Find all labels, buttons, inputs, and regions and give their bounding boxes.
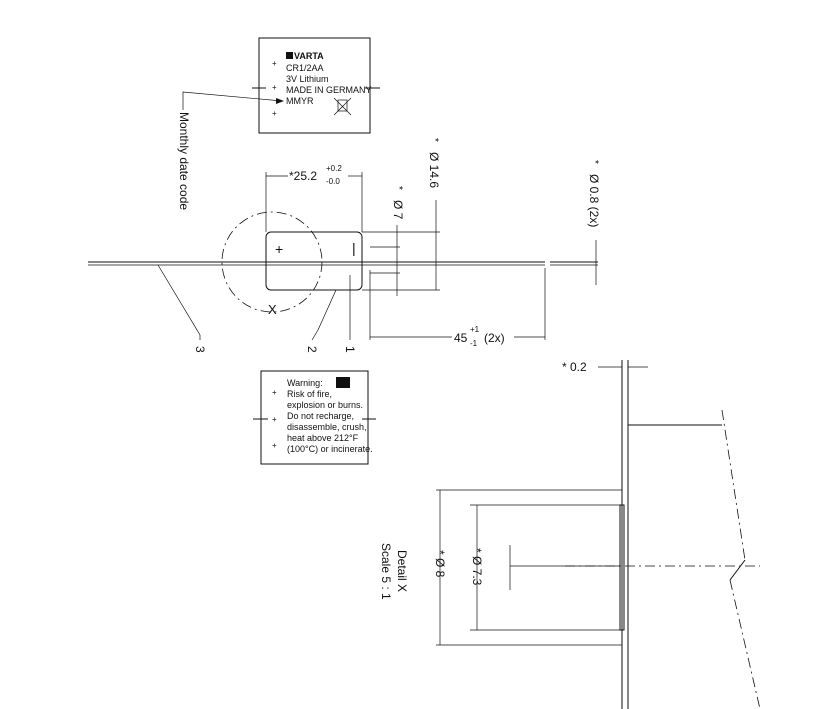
dia-7-star: * bbox=[393, 186, 404, 190]
detail-circle bbox=[221, 211, 323, 313]
detail-x: * Ø 8 * Ø 7.3 * 0.2 Detail X Scale 5 : 1 bbox=[379, 360, 761, 709]
detail-dia-7-3: * Ø 7.3 bbox=[470, 548, 484, 586]
dia-14-6-dim: Ø 14.6 bbox=[427, 152, 441, 188]
detail-scale: Scale 5 : 1 bbox=[379, 543, 393, 600]
label-line: MADE IN GERMANY bbox=[286, 85, 372, 95]
svg-text:+: + bbox=[272, 441, 277, 450]
lead-tol-minus: -1 bbox=[470, 339, 478, 348]
warning-line: heat above 212°F bbox=[287, 433, 359, 443]
date-code-label: Monthly date code bbox=[177, 112, 191, 210]
varta-logo-icon bbox=[286, 52, 293, 59]
svg-text:+: + bbox=[272, 59, 277, 68]
length-dim: *25.2 bbox=[289, 169, 317, 183]
label-top: + + + VARTA CR1/2AA 3V Lithium MADE IN G… bbox=[252, 37, 380, 134]
detail-marker: X bbox=[268, 302, 277, 317]
dia-7-dim: Ø 7 bbox=[391, 200, 405, 220]
detail-thickness: * 0.2 bbox=[562, 360, 587, 374]
warning-line: Warning: bbox=[287, 378, 323, 388]
svg-text:+: + bbox=[272, 83, 277, 92]
callout-1: 1 bbox=[343, 346, 357, 353]
svg-text:+: + bbox=[272, 415, 277, 424]
detail-dia-8: * Ø 8 bbox=[433, 550, 447, 578]
callout-3: 3 bbox=[193, 346, 207, 353]
crossed-bin-icon bbox=[333, 97, 352, 116]
warning-line: (100°C) or incinerate. bbox=[287, 444, 373, 454]
minus-terminal: | bbox=[352, 240, 356, 256]
dia-14-6-star: * bbox=[429, 138, 440, 142]
ul-mark-icon bbox=[336, 377, 350, 388]
battery-body: + | bbox=[262, 231, 370, 291]
warning-line: Do not recharge, bbox=[287, 411, 354, 421]
label-line: CR1/2AA bbox=[286, 63, 324, 73]
callout-2: 2 bbox=[305, 346, 319, 353]
warning-line: disassemble, crush, bbox=[287, 422, 367, 432]
label-line: MMYR bbox=[286, 96, 314, 106]
label-bottom: + + + Warning: Risk of fire, explosion o… bbox=[253, 370, 376, 465]
warning-line: explosion or burns. bbox=[287, 400, 363, 410]
label-line: 3V Lithium bbox=[286, 74, 329, 84]
length-tol-plus: +0.2 bbox=[326, 164, 342, 173]
lead-length-dim: 45 bbox=[454, 331, 468, 345]
lead-count: (2x) bbox=[484, 331, 505, 345]
svg-text:+: + bbox=[272, 109, 277, 118]
svg-text:+: + bbox=[272, 388, 277, 397]
plus-terminal: + bbox=[275, 241, 283, 257]
length-tol-minus: -0.0 bbox=[326, 177, 340, 186]
wire-dia-star: * bbox=[589, 160, 600, 164]
wire-dia-dim: Ø 0.8 (2x) bbox=[587, 174, 601, 227]
lead-tol-plus: +1 bbox=[470, 325, 480, 334]
detail-title: Detail X bbox=[395, 550, 409, 592]
warning-line: Risk of fire, bbox=[287, 389, 332, 399]
brand-text: VARTA bbox=[294, 51, 324, 61]
date-code-leader bbox=[182, 91, 283, 110]
